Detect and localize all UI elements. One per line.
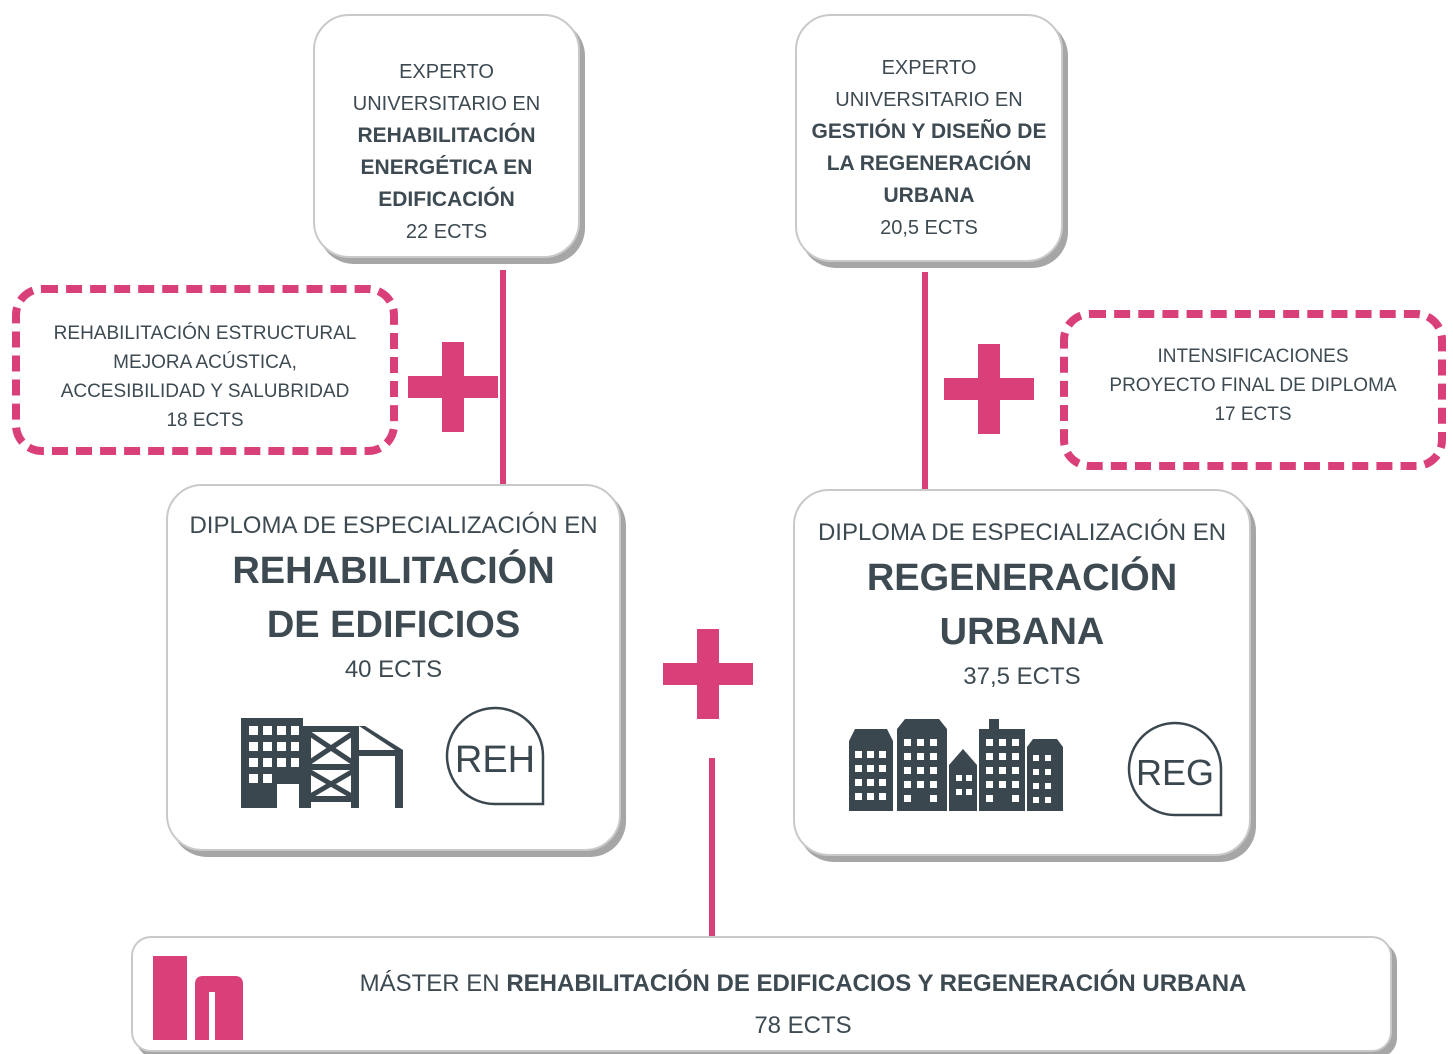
modulos-rehabilitacion-dashed-box: REHABILITACIÓN ESTRUCTURAL MEJORA ACÚSTI… xyxy=(12,285,398,455)
experto-ects: 22 ECTS xyxy=(405,221,488,243)
master-title-bold: REHABILITACIÓN DE EDIFICACIOS Y REGENERA… xyxy=(506,970,1247,997)
module-line: ACCESIBILIDAD Y SALUBRIDAD xyxy=(60,381,350,402)
diploma-rehabilitacion-box: DIPLOMA DE ESPECIALIZACIÓN EN REHABILITA… xyxy=(166,484,621,851)
reh-badge-icon: REH xyxy=(445,706,545,806)
experto-title-line: GESTIÓN Y DISEÑO DE xyxy=(811,120,1047,143)
master-prefix: MÁSTER EN xyxy=(359,970,507,997)
city-skyline-icon xyxy=(849,719,1063,811)
master-title: MÁSTER EN REHABILITACIÓN DE EDIFICACIOS … xyxy=(283,968,1323,1000)
module-ects: 17 ECTS xyxy=(1214,404,1292,425)
diploma-prefix: DIPLOMA DE ESPECIALIZACIÓN EN xyxy=(189,512,598,539)
plus-icon-reh xyxy=(408,342,498,432)
connector-master-vertical xyxy=(709,758,715,938)
experto-rehabilitacion-box: EXPERTO UNIVERSITARIO EN REHABILITACIÓN … xyxy=(313,14,580,258)
module-line: REHABILITACIÓN ESTRUCTURAL xyxy=(53,323,357,344)
master-ects: 78 ECTS xyxy=(754,1012,852,1039)
diploma-title-line: REGENERACIÓN xyxy=(866,557,1178,599)
diploma-title-line: URBANA xyxy=(939,611,1105,653)
connector-reh-vertical xyxy=(500,270,506,486)
experto-title-line: LA REGENERACIÓN xyxy=(826,152,1032,175)
diploma-prefix: DIPLOMA DE ESPECIALIZACIÓN EN xyxy=(817,519,1227,546)
diploma-title-line: DE EDIFICIOS xyxy=(266,604,521,646)
universitario-label: UNIVERSITARIO EN xyxy=(835,89,1023,111)
master-box: MÁSTER EN REHABILITACIÓN DE EDIFICACIOS … xyxy=(131,936,1392,1052)
building-construction-icon xyxy=(241,718,403,808)
experto-label: EXPERTO xyxy=(399,61,494,83)
diploma-title-line: REHABILITACIÓN xyxy=(232,550,555,592)
module-ects: 18 ECTS xyxy=(166,410,244,431)
plus-icon-reg xyxy=(944,344,1034,434)
experto-regeneracion-box: EXPERTO UNIVERSITARIO EN GESTIÓN Y DISEÑ… xyxy=(795,14,1063,262)
diploma-regeneracion-box: DIPLOMA DE ESPECIALIZACIÓN EN REGENERACI… xyxy=(793,489,1251,856)
experto-title-line: EDIFICACIÓN xyxy=(378,188,515,211)
experto-title-line: ENERGÉTICA EN xyxy=(360,156,533,179)
connector-reg-vertical xyxy=(922,272,928,492)
reh-badge-text: REH xyxy=(455,739,535,781)
reg-badge-icon: REG xyxy=(1127,721,1223,817)
experto-ects: 20,5 ECTS xyxy=(880,217,978,239)
module-line: MEJORA ACÚSTICA, xyxy=(113,352,297,373)
module-line: INTENSIFICACIONES xyxy=(1157,346,1349,367)
diploma-ects: 37,5 ECTS xyxy=(963,663,1081,690)
experto-title-line: REHABILITACIÓN xyxy=(357,124,536,147)
h-logo xyxy=(153,956,243,1040)
modulos-regeneracion-dashed-box: INTENSIFICACIONES PROYECTO FINAL DE DIPL… xyxy=(1060,310,1446,470)
universitario-label: UNIVERSITARIO EN xyxy=(352,93,541,115)
diploma-ects: 40 ECTS xyxy=(344,656,443,683)
experto-label: EXPERTO xyxy=(881,57,977,79)
experto-title-line: URBANA xyxy=(883,184,975,207)
module-line: PROYECTO FINAL DE DIPLOMA xyxy=(1109,375,1397,396)
plus-icon-center xyxy=(663,629,753,719)
reg-badge-text: REG xyxy=(1136,752,1214,793)
